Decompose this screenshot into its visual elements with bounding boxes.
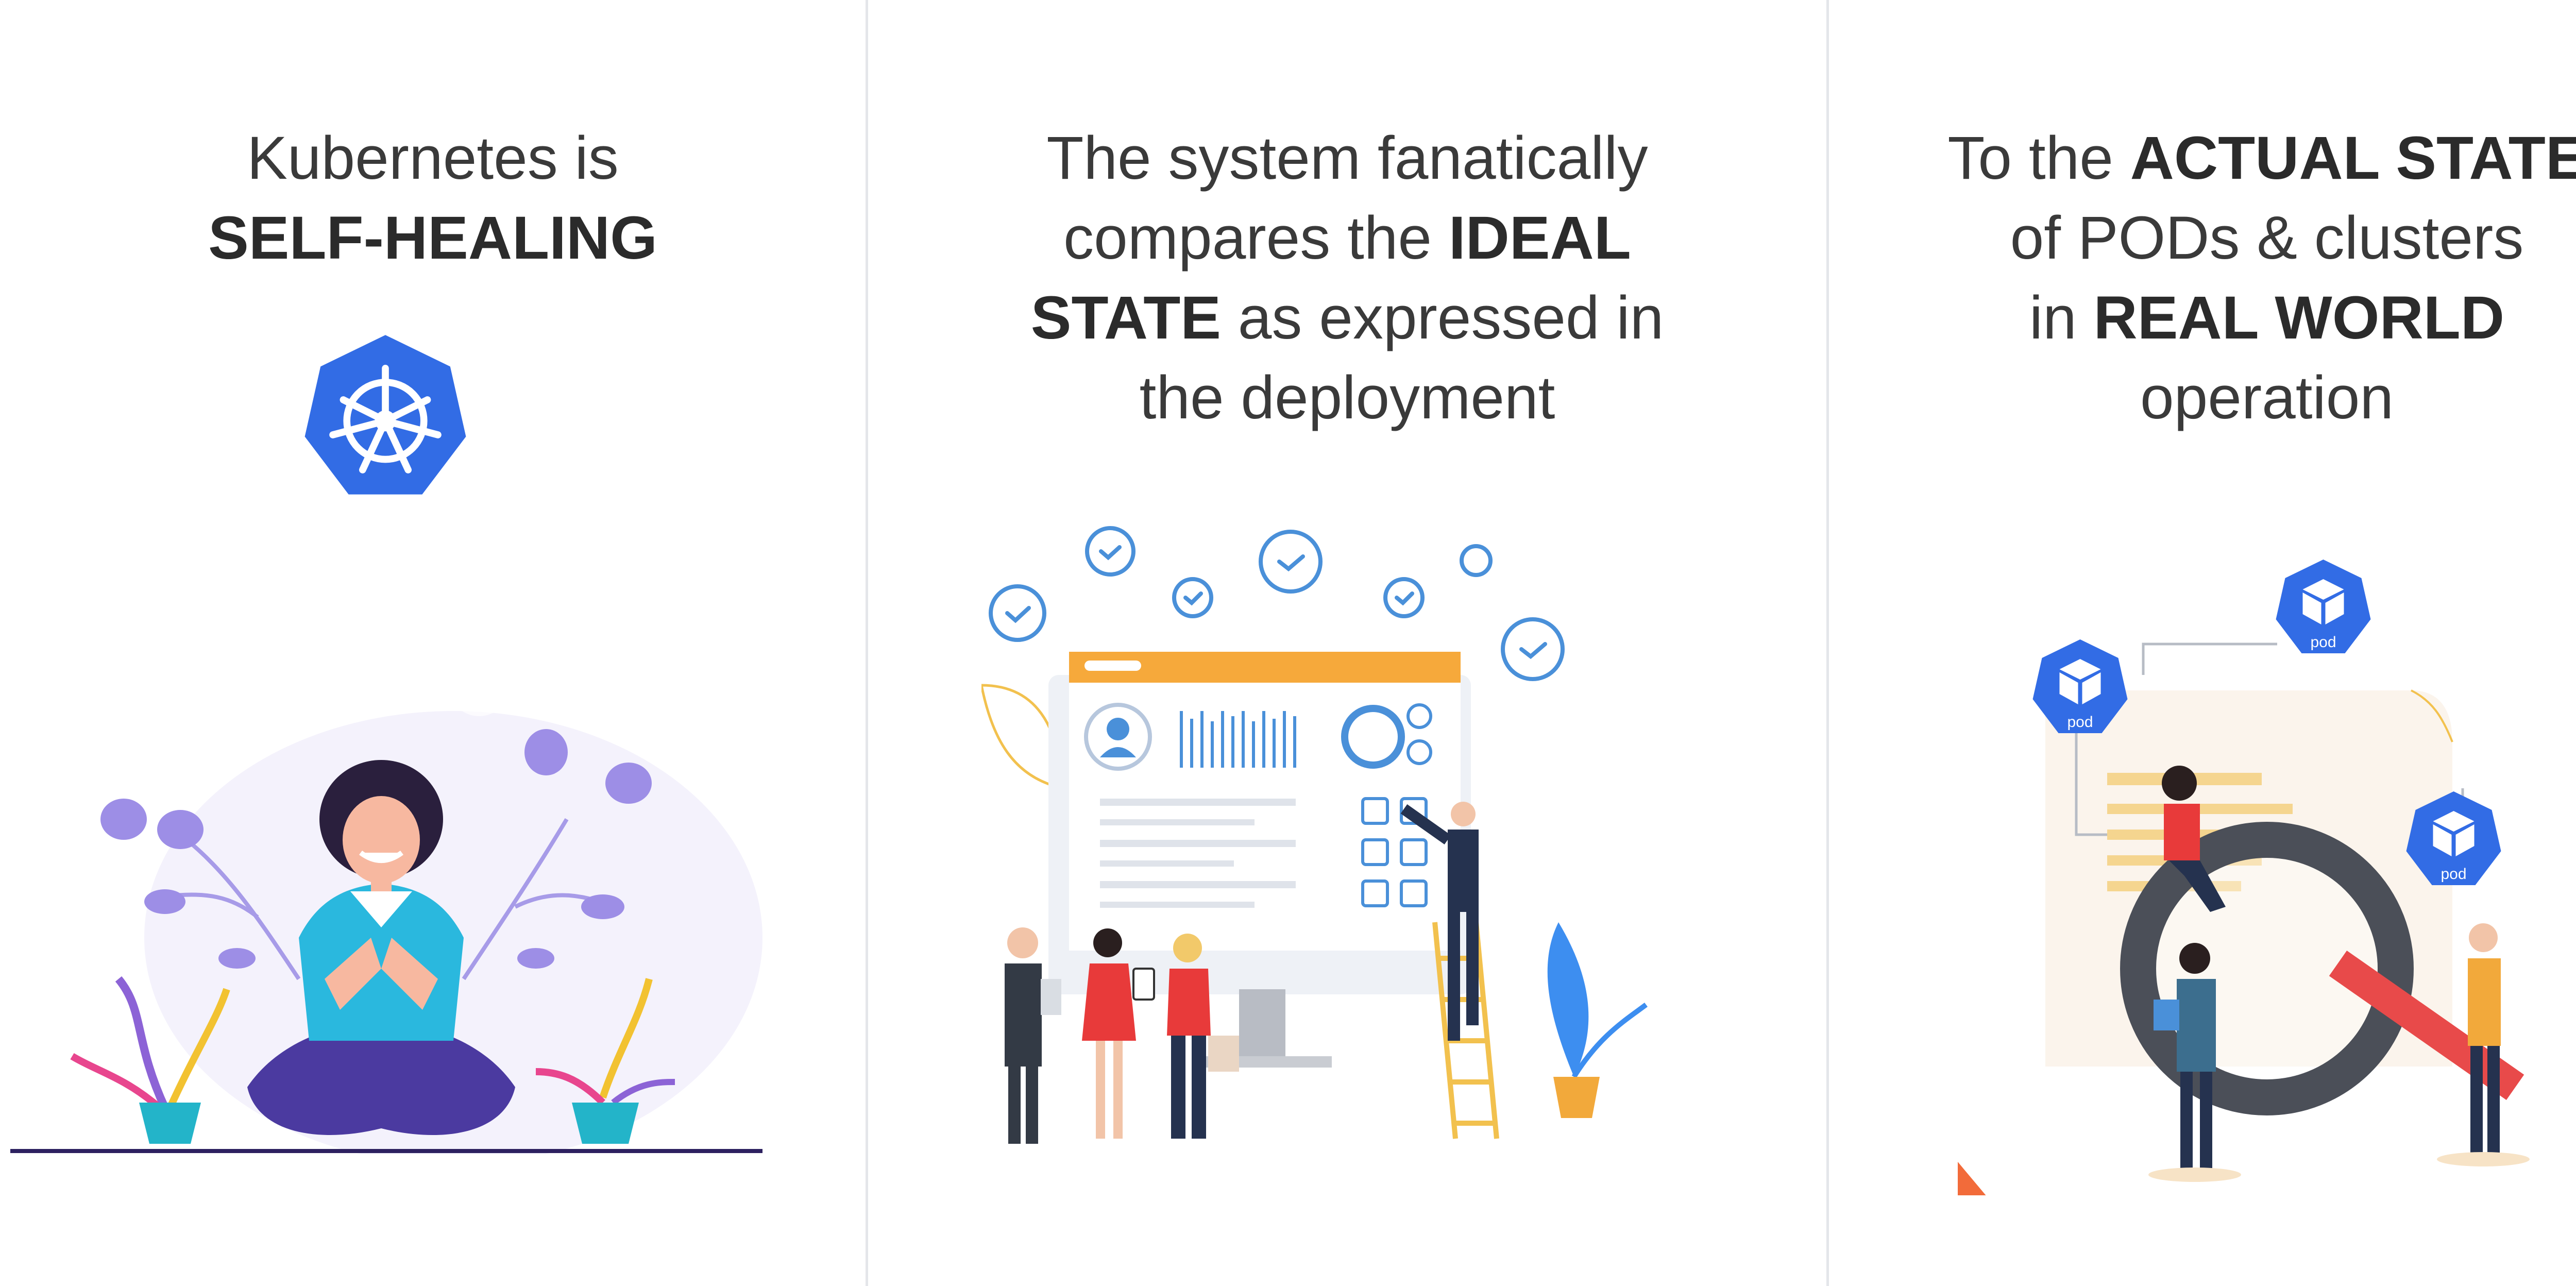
panel-heading: Kubernetes is SELF-HEALING xyxy=(0,119,866,278)
heading-text: operation xyxy=(2140,364,2394,432)
heading-text: as expressed in xyxy=(1221,284,1664,352)
heading-emphasis: REAL WORLD xyxy=(2093,284,2505,352)
kubernetes-logo-icon xyxy=(295,330,476,505)
pod-cube-icon: pod xyxy=(2027,636,2133,739)
pod-cube-icon: pod xyxy=(2401,788,2506,891)
heading-text: the deployment xyxy=(1139,364,1555,432)
pod-label: pod xyxy=(2310,634,2336,651)
heading-text: To the xyxy=(1947,124,2130,192)
heading-text: The system fanatically xyxy=(1046,124,1648,192)
magnifier-inspection-illustration xyxy=(1958,546,2576,1195)
panel-ideal-state: The system fanatically compares the IDEAL… xyxy=(868,0,1826,1286)
pod-label: pod xyxy=(2441,866,2467,883)
pod-label: pod xyxy=(2067,714,2093,731)
panel-heading: The system fanatically compares the IDEAL… xyxy=(868,119,1826,438)
heading-text: Kubernetes is xyxy=(247,124,619,192)
heading-emphasis: STATE xyxy=(1030,284,1222,352)
meditating-person-illustration xyxy=(10,649,762,1154)
panel-self-healing: Kubernetes is SELF-HEALING xyxy=(0,0,866,1286)
pod-cube-icon: pod xyxy=(2270,556,2376,659)
heading-text: compares the xyxy=(1063,204,1449,272)
panel-divider-1 xyxy=(866,0,868,1286)
heading-emphasis: ACTUAL STATE xyxy=(2130,124,2576,192)
heading-emphasis: IDEAL xyxy=(1448,204,1631,272)
heading-text: of PODs & clusters xyxy=(2010,204,2524,272)
team-comparing-dashboard-illustration xyxy=(981,520,1703,1149)
heading-text: in xyxy=(2029,284,2094,352)
panel-divider-2 xyxy=(1826,0,1829,1286)
heading-emphasis: SELF-HEALING xyxy=(208,204,657,272)
